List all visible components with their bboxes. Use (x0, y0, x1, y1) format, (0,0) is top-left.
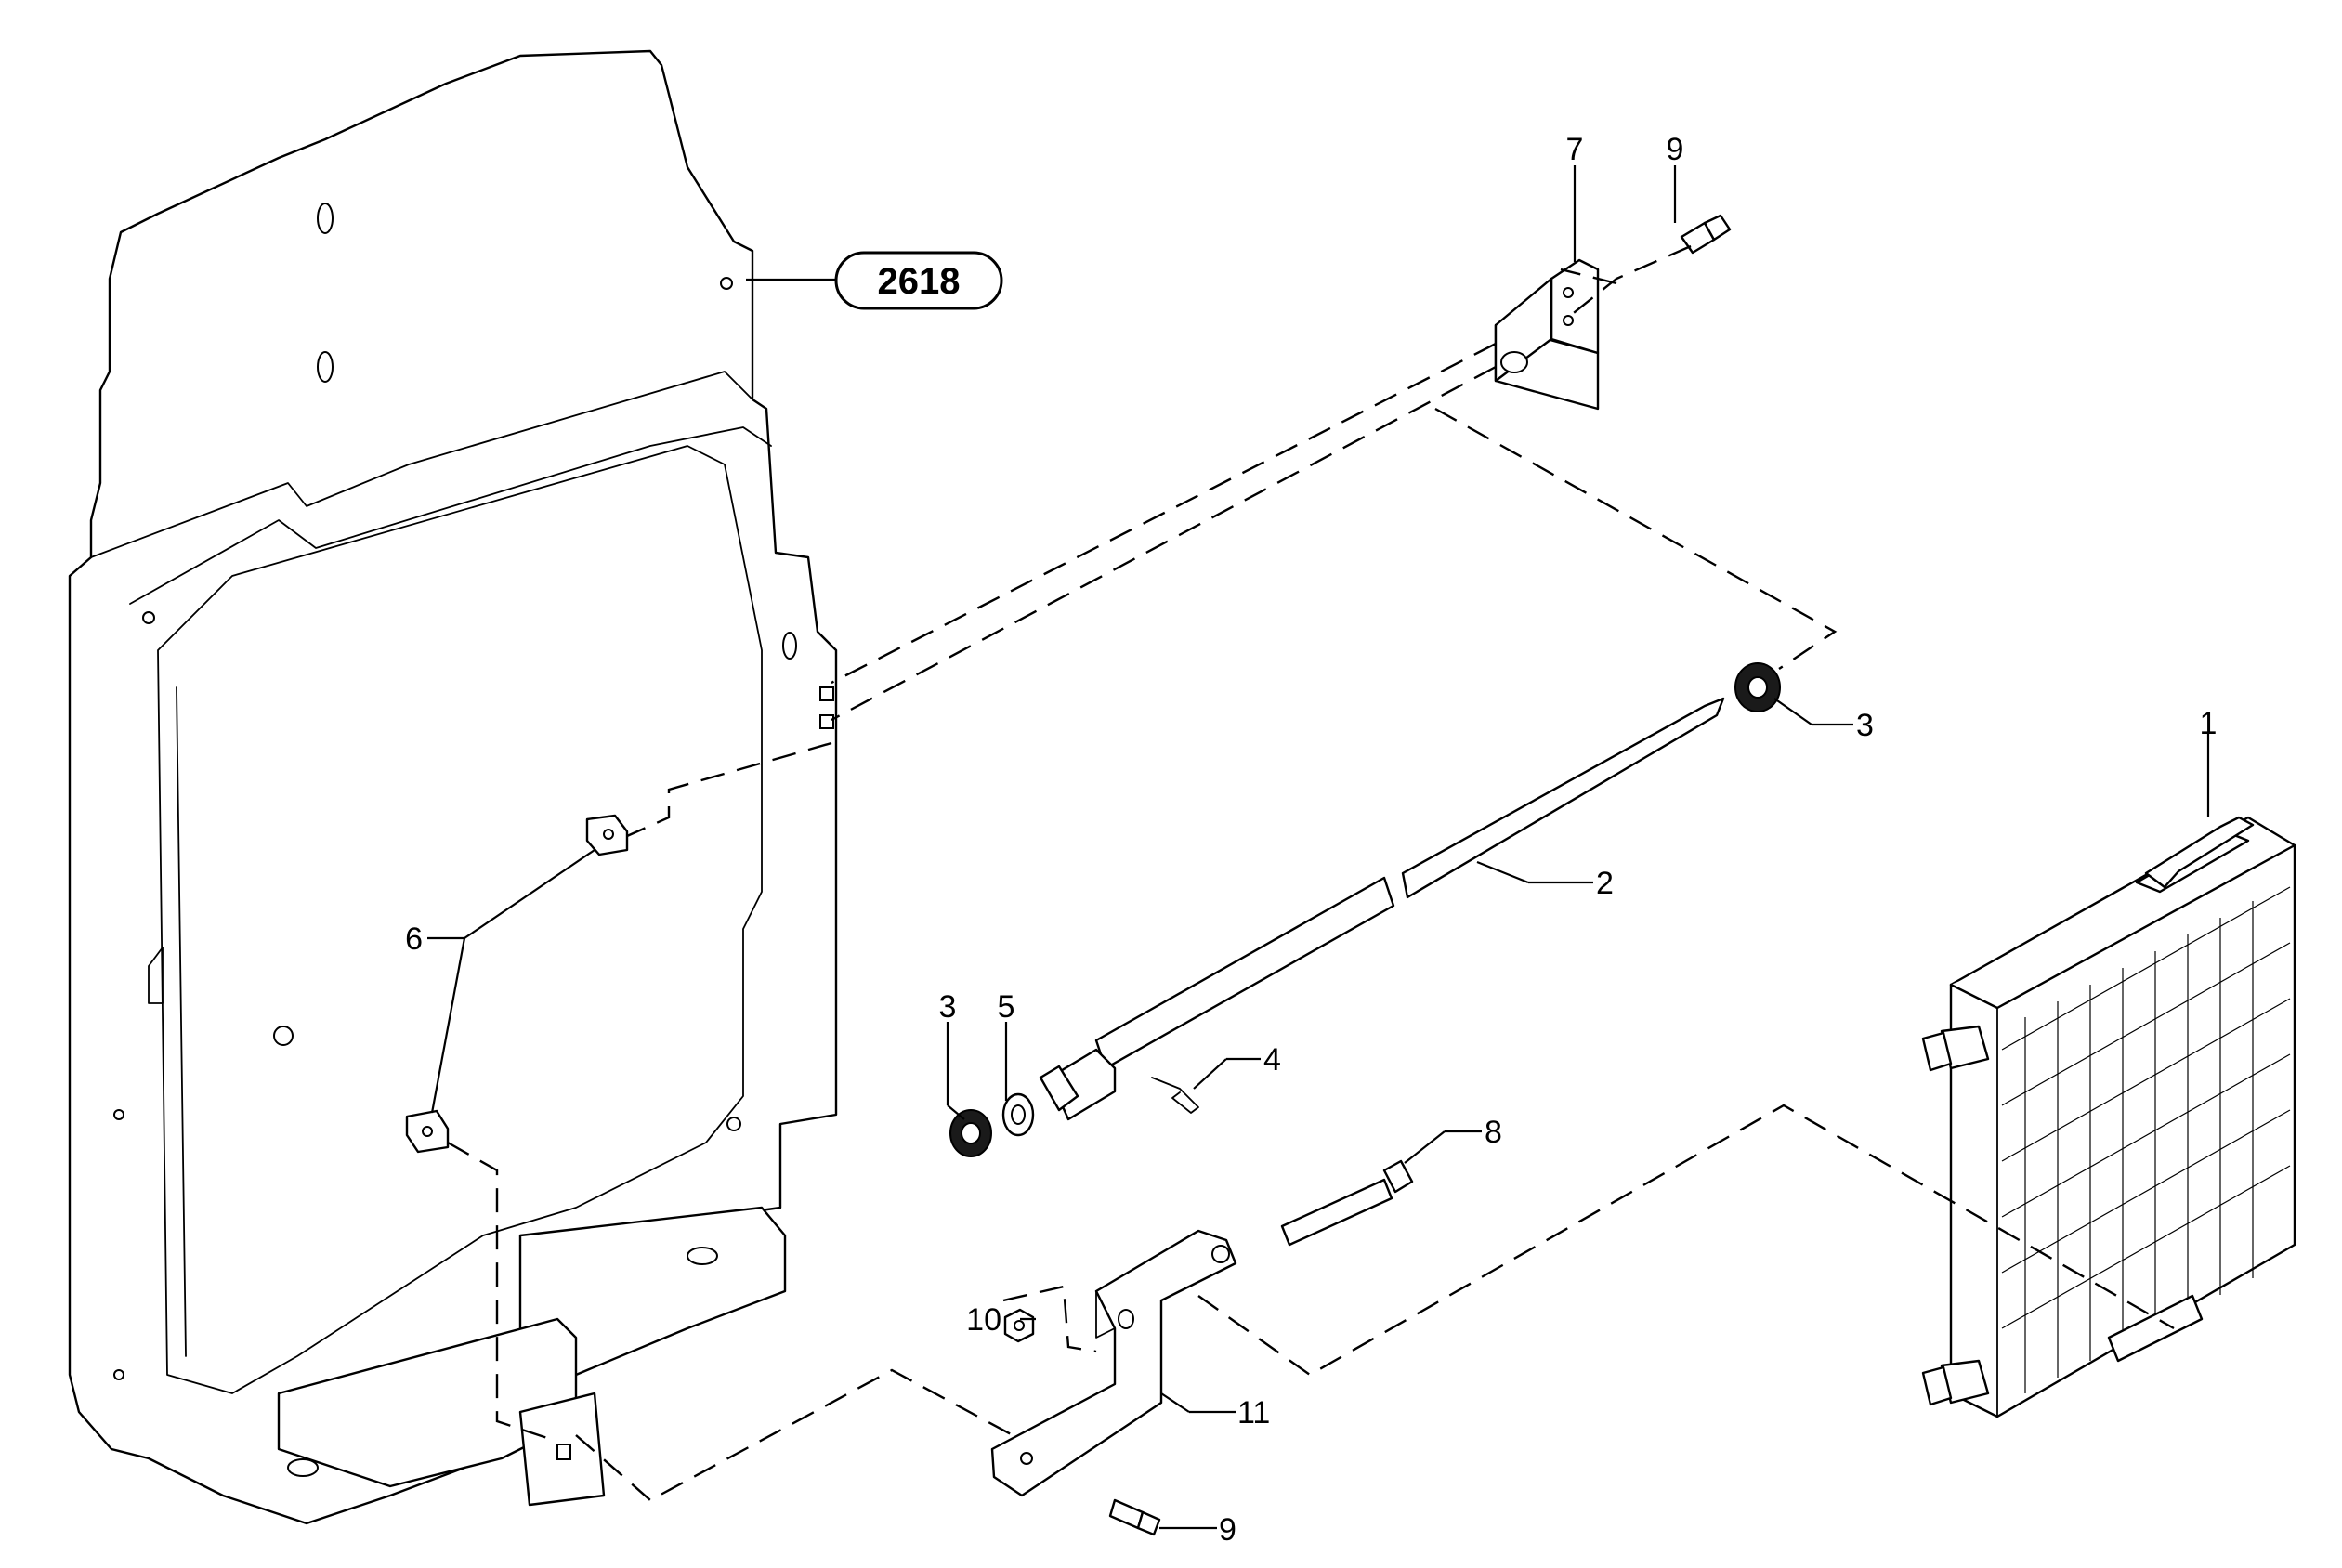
callout-numbers: 1 2 3 3 4 5 6 7 8 9 9 10 11 (405, 132, 2217, 1548)
callout-6: 6 (405, 921, 423, 957)
part-2-rod (1039, 697, 1725, 1121)
part-6-clip-upper (585, 814, 629, 856)
callout-3-left: 3 (939, 989, 957, 1025)
callout-4: 4 (1263, 1042, 1281, 1078)
callout-10: 10 (966, 1302, 1001, 1338)
callout-8: 8 (1485, 1115, 1502, 1150)
callout-9-top: 9 (1667, 132, 1684, 167)
cooler-fins (2001, 886, 2291, 1393)
callout-11: 11 (1237, 1395, 1270, 1431)
callout-2: 2 (1596, 866, 1614, 901)
reference-number: 2618 (878, 261, 961, 302)
part-1-cooler (1921, 816, 2296, 1418)
callout-3-right: 3 (1856, 708, 1874, 743)
assembly-lines (447, 244, 2175, 1502)
frame-panel (68, 49, 838, 1525)
part-11-bracket (990, 1229, 1237, 1497)
part-4-pin (1151, 1077, 1199, 1114)
part-3-washer-left (949, 1109, 992, 1157)
part-3-washer-right (1734, 662, 1781, 712)
part-5-ring (1001, 1092, 1035, 1137)
part-7-bracket (1494, 258, 1600, 411)
part-9-bolt-bottom (1108, 1498, 1161, 1536)
reference-label-2618: 2618 (746, 251, 1003, 310)
callout-leaders (427, 165, 2210, 1530)
callout-7: 7 (1566, 132, 1584, 167)
callout-5: 5 (998, 989, 1015, 1025)
callout-9-bottom: 9 (1219, 1512, 1236, 1548)
part-9-bolt-top (1680, 214, 1732, 255)
part-6-clip-lower (405, 1109, 450, 1154)
part-8-long-bolt (1280, 1159, 1414, 1247)
part-10-nut (1003, 1308, 1035, 1343)
callout-1: 1 (2200, 706, 2218, 741)
